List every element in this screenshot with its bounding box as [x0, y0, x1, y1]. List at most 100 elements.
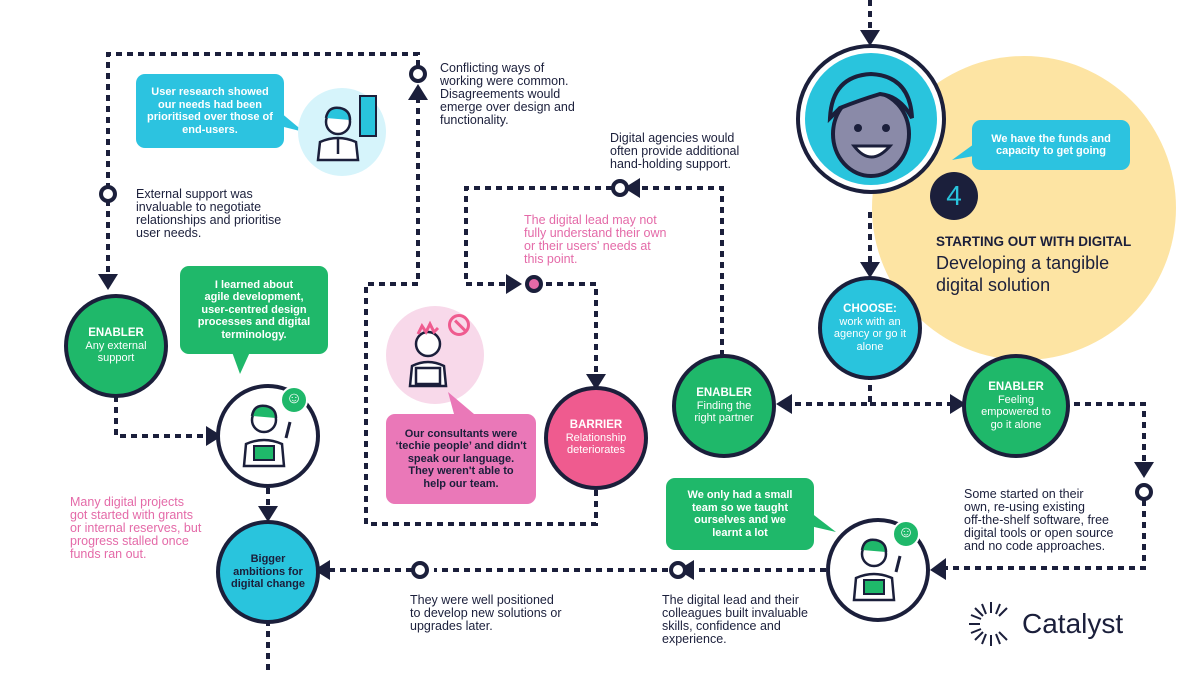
note-line: working were common. — [440, 74, 569, 88]
barrier-line-2: deteriorates — [566, 444, 626, 457]
note-line: Many digital projects — [70, 495, 184, 509]
enabler-external-title: ENABLER — [88, 327, 144, 340]
enabler-partner-line-2: right partner — [694, 412, 754, 425]
small-team-line-1: We only had a small — [687, 489, 793, 501]
note-line: emerge over design and — [440, 100, 575, 114]
note-line: progress stalled once — [70, 534, 189, 548]
user-research-speech-bubble: User research showed our needs had been … — [136, 74, 284, 148]
note-line: own, re-using existing — [964, 500, 1085, 514]
catalyst-logo-text: Catalyst — [1022, 608, 1124, 639]
user-research-line-1: User research showed — [151, 86, 269, 98]
stage-subtitle: Developing a tangible digital solution — [936, 252, 1109, 296]
consultants-bubble-tail — [448, 392, 474, 414]
enabler-empowered-line-3: go it alone — [990, 418, 1042, 431]
note-line: this point. — [524, 252, 578, 266]
funds-speech-bubble: We have the funds and capacity to get go… — [972, 120, 1130, 170]
note-line: funds ran out. — [70, 547, 147, 561]
small-team-line-4: learnt a lot — [712, 526, 768, 539]
enabler-empowered-line-1: Feeling — [997, 393, 1035, 406]
choose-line-1: work with an — [839, 315, 901, 328]
no-entry-icon — [448, 314, 470, 336]
note-line: External support was — [136, 187, 253, 201]
consultants-line-3: speak our language. — [407, 452, 515, 465]
enabler-partner-title: ENABLER — [696, 387, 752, 400]
note-line: hand-holding support. — [610, 157, 731, 171]
note-line: The digital lead may not — [524, 213, 657, 227]
funds-bubble-tail — [952, 144, 974, 160]
barrier-line-1: Relationship — [565, 431, 627, 444]
note-line: to develop new solutions or — [410, 606, 562, 620]
small-team-line-2: team so we taught — [692, 501, 788, 514]
consultants-line-2: ‘techie people’ and didn't — [395, 440, 527, 453]
smile-icon: ☺ — [892, 520, 920, 548]
barrier-title: BARRIER — [569, 419, 623, 432]
choose-node: CHOOSE: work with an agency or go it alo… — [818, 276, 922, 380]
note-line: They were well positioned — [410, 593, 554, 607]
learner-avatar-left — [216, 384, 320, 488]
enabler-empowered-line-2: empowered to — [981, 406, 1051, 418]
note-line: Conflicting ways of — [440, 61, 545, 75]
stage-number: 4 — [946, 180, 962, 211]
stage-title: STARTING OUT WITH DIGITAL — [936, 234, 1132, 249]
stage-subtitle-line-2: digital solution — [936, 275, 1051, 295]
enabler-empowered-node: ENABLER Feeling empowered to go it alone — [962, 354, 1070, 458]
note-line: skills, confidence and — [662, 619, 781, 633]
consultants-line-4: They weren't able to — [408, 465, 514, 478]
catalyst-logo: Catalyst — [966, 598, 1123, 650]
note-line: often provide additional — [610, 144, 740, 158]
frustrated-worker-avatar — [386, 306, 484, 404]
learned-line-3: user-centred design — [201, 303, 307, 316]
enabler-partner-line-1: Finding the — [696, 399, 752, 412]
small-team-bubble-tail — [810, 512, 836, 532]
note-line: user needs. — [136, 226, 202, 240]
funds-line-2: capacity to get going — [995, 145, 1106, 157]
note-line: functionality. — [440, 113, 509, 127]
small-team-line-3: ourselves and we — [694, 514, 786, 526]
learned-line-1: I learned about — [214, 278, 294, 291]
choose-line-3: alone — [856, 340, 884, 353]
stage-subtitle-line-1: Developing a tangible — [936, 253, 1110, 273]
bigger-line-3: digital change — [231, 578, 305, 591]
funds-line-1: We have the funds and — [991, 132, 1111, 145]
note-line: upgrades later. — [410, 619, 493, 633]
catalyst-logo-mark — [969, 602, 1008, 646]
note-line: fully understand their own — [524, 226, 667, 240]
learned-speech-bubble: I learned about agile development, user-… — [180, 266, 328, 354]
enabler-external-line-1: Any external — [85, 339, 147, 352]
note-agencies: Digital agencies would often provide add… — [610, 132, 739, 171]
learned-line-4: processes and digital — [197, 316, 311, 329]
stage-number-badge: 4 — [930, 172, 978, 220]
note-line: got started with grants — [70, 508, 193, 522]
consultants-speech-bubble: Our consultants were ‘techie people’ and… — [386, 414, 536, 504]
note-well-positioned: They were well positioned to develop new… — [410, 594, 561, 633]
enabler-external-node: ENABLER Any external support — [64, 294, 168, 398]
learned-bubble-tail — [232, 352, 250, 374]
enabler-partner-node: ENABLER Finding the right partner — [672, 354, 776, 458]
note-line: off-the-shelf software, free — [964, 513, 1109, 527]
user-research-line-4: end-users. — [182, 123, 238, 136]
note-many-projects: Many digital projects got started with g… — [70, 496, 201, 561]
note-some-started: Some started on their own, re-using exis… — [964, 488, 1113, 553]
note-line: and no code approaches. — [964, 539, 1106, 553]
choose-line-2: agency or go it — [833, 328, 907, 340]
barrier-node: BARRIER Relationship deteriorates — [544, 386, 648, 490]
note-line: or internal reserves, but — [70, 521, 202, 535]
note-line: Disagreements would — [440, 87, 561, 101]
enabler-empowered-title: ENABLER — [988, 381, 1044, 393]
bigger-line-2: ambitions for — [233, 565, 303, 578]
enabler-external-line-2: support — [97, 352, 135, 365]
small-team-speech-bubble: We only had a small team so we taught ou… — [666, 478, 814, 550]
user-research-line-2: our needs had been — [158, 98, 262, 111]
note-line: The digital lead and their — [662, 593, 799, 607]
note-external-support: External support was invaluable to negot… — [136, 188, 281, 240]
learned-line-5: terminology. — [221, 328, 287, 341]
note-line: colleagues built invaluable — [662, 606, 808, 620]
note-line: or their users' needs at — [524, 239, 651, 253]
smile-icon: ☺ — [280, 386, 308, 414]
office-worker-avatar — [298, 88, 386, 176]
learned-line-2: agile development, — [204, 291, 304, 304]
stage-avatar — [796, 44, 946, 194]
note-line: Digital agencies would — [610, 131, 735, 145]
note-digital-lead: The digital lead may not fully understan… — [524, 214, 666, 266]
